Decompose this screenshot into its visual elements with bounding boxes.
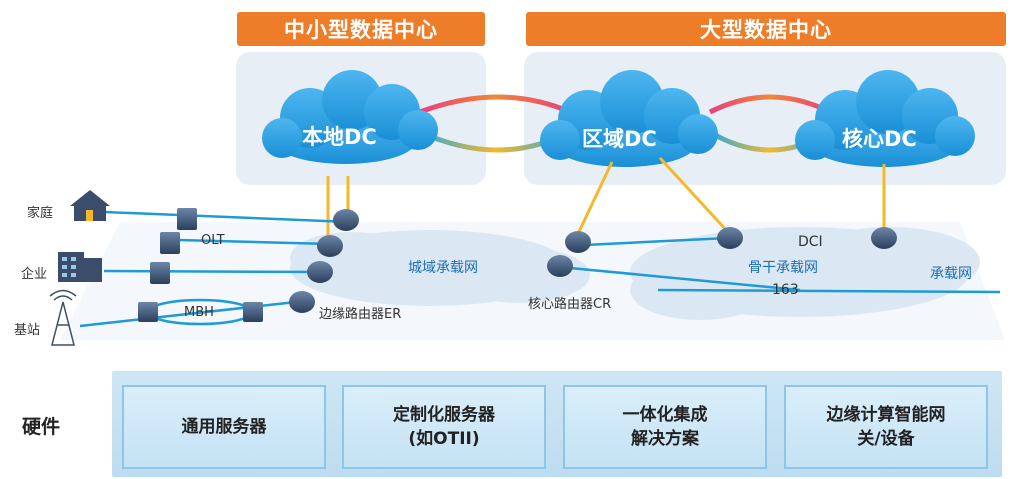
base-station-tower-icon (49, 289, 77, 346)
core-dc-label: 核心DC (842, 127, 917, 151)
base-station-label: 基站 (14, 323, 41, 338)
hardware-item-line1: 定制化服务器 (393, 405, 495, 425)
enterprise-label: 企业 (21, 267, 48, 282)
dci-ring-top-right (708, 94, 832, 115)
local-dc-cloud (262, 70, 438, 164)
mbh-label: MBH (184, 305, 214, 320)
hardware-title: 硬件 (22, 416, 61, 438)
backbone-network-label: 骨干承载网 (748, 260, 818, 276)
dci-label: DCI (798, 234, 823, 250)
hardware-item-line1: 一体化集成 (622, 405, 708, 425)
metro-network-label: 城域承载网 (408, 260, 478, 276)
core-router-label: 核心路由器CR (528, 297, 612, 312)
hardware-item-edge-gateway: 边缘计算智能网 关/设备 (784, 385, 988, 469)
regional-dc-cloud (540, 70, 718, 167)
network-diagram (49, 70, 1005, 346)
hardware-item-custom-server: 定制化服务器 (如OTII) (342, 385, 546, 469)
home-icon (70, 190, 110, 221)
uplinks (326, 156, 886, 239)
network-163-label: 163 (772, 282, 799, 298)
local-dc-label: 本地DC (302, 125, 377, 149)
hardware-item-line2: 关/设备 (857, 429, 915, 449)
home-label: 家庭 (27, 206, 54, 221)
small-dc-header: 中小型数据中心 (237, 12, 485, 46)
hardware-item-line2: (如OTII) (408, 429, 480, 449)
hardware-item-integrated-solution: 一体化集成 解决方案 (563, 385, 767, 469)
regional-dc-label: 区域DC (582, 127, 657, 151)
hardware-item-line1: 边缘计算智能网 (826, 405, 946, 425)
core-dc-cloud (795, 70, 975, 167)
enterprise-building-icon (58, 252, 102, 282)
dci-ring-top-left (419, 94, 571, 115)
router-icons (289, 209, 897, 313)
large-dc-header: 大型数据中心 (526, 12, 1006, 46)
olt-label: OLT (201, 233, 225, 248)
bearer-network-label: 承载网 (930, 266, 972, 282)
switch-icons (138, 208, 263, 322)
edge-router-label: 边缘路由器ER (319, 307, 402, 322)
hardware-item-line2: 解决方案 (631, 429, 699, 449)
hardware-item-line1: 通用服务器 (181, 417, 267, 437)
hardware-item-general-server: 通用服务器 (122, 385, 326, 469)
